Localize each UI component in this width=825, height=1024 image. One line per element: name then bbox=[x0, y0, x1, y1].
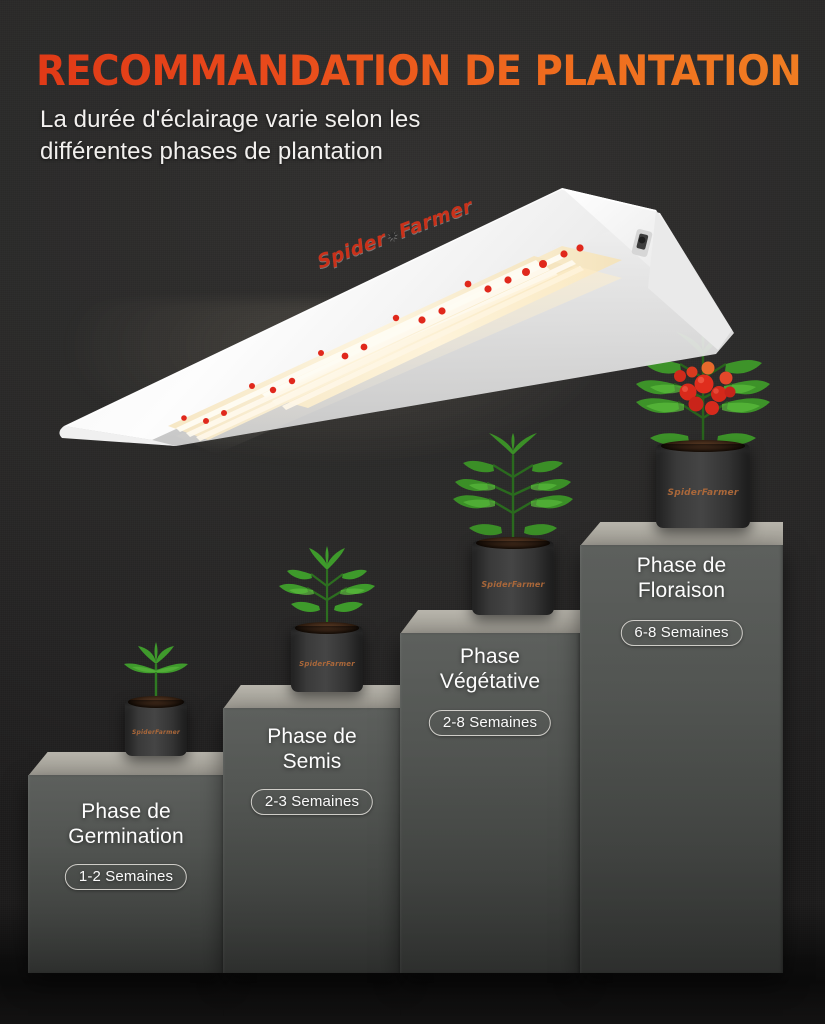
stage-label-semis: Phase de Semis bbox=[223, 725, 401, 774]
stage-label-line-2: Semis bbox=[282, 749, 342, 773]
grow-pot-semis: SpiderFarmer bbox=[291, 622, 363, 692]
subtitle-line-2: différentes phases de plantation bbox=[40, 137, 384, 165]
stage-duration-badge-vegetative: 2-8 Semaines bbox=[428, 710, 552, 736]
grow-pot-vegetative: SpiderFarmer bbox=[472, 537, 554, 615]
stage-duration-badge-germination: 1-2 Semaines bbox=[64, 864, 188, 890]
stage-label-line-1: Phase de bbox=[636, 554, 727, 577]
stage-duration-badge-semis: 2-3 Semaines bbox=[250, 789, 374, 815]
stage-label-floraison: Phase de Floraison bbox=[580, 554, 783, 603]
stage-label-vegetative: Phase Végétative bbox=[400, 645, 580, 694]
subtitle-line-1: La durée d'éclairage varie selon les bbox=[40, 106, 421, 133]
grow-pot-germination: SpiderFarmer bbox=[125, 696, 187, 756]
pot-brand-label: SpiderFarmer bbox=[131, 729, 181, 736]
stage-duration-badge-floraison: 6-8 Semaines bbox=[620, 620, 743, 646]
plant-vegetative: SpiderFarmer bbox=[448, 433, 578, 615]
young-plant-icon bbox=[273, 544, 381, 630]
brand-mark-icon: ✷ bbox=[384, 225, 402, 248]
seedling-icon bbox=[108, 640, 204, 704]
brand-text-right: Farmer bbox=[396, 194, 476, 244]
stage-label-line-2: Floraison bbox=[637, 578, 726, 602]
plant-germination: SpiderFarmer bbox=[106, 642, 206, 756]
stage-label-line-1: Phase de bbox=[81, 800, 171, 823]
pedestal-top-surface bbox=[28, 752, 224, 776]
stage-label-line-2: Germination bbox=[68, 824, 184, 848]
plant-floraison: SpiderFarmer bbox=[628, 332, 778, 528]
pot-brand-label: SpiderFarmer bbox=[481, 580, 545, 589]
stage-label-line-1: Phase de bbox=[267, 725, 357, 748]
grow-pot-floraison: SpiderFarmer bbox=[656, 440, 750, 528]
pedestal-germination: Phase de Germination 1-2 Semaines bbox=[28, 752, 224, 973]
pedestal-front-face bbox=[28, 775, 224, 973]
brand-text-left: Spider bbox=[314, 227, 389, 274]
stage-label-line-1: Phase bbox=[459, 645, 521, 668]
stage-label-germination: Phase de Germination bbox=[28, 800, 224, 849]
page-subtitle: La durée d'éclairage varie selon les dif… bbox=[40, 104, 420, 167]
pedestal-floraison: Phase de Floraison 6-8 Semaines bbox=[580, 522, 783, 973]
pedestal-front-face bbox=[400, 633, 580, 973]
pot-brand-label: SpiderFarmer bbox=[299, 660, 355, 668]
pot-brand-label: SpiderFarmer bbox=[667, 488, 739, 498]
stage-label-line-2: Végétative bbox=[439, 669, 541, 693]
plant-semis: SpiderFarmer bbox=[272, 546, 382, 692]
pedestal-semis: Phase de Semis 2-3 Semaines bbox=[223, 685, 401, 973]
fruiting-plant-icon bbox=[630, 332, 776, 452]
pedestal-vegetative: Phase Végétative 2-8 Semaines bbox=[400, 610, 580, 973]
pedestal-front-face bbox=[223, 708, 401, 973]
lamp-glow bbox=[60, 300, 680, 530]
page-title: RECOMMANDATION DE PLANTATION bbox=[36, 46, 802, 95]
product-brand-logo: Spider✷Farmer bbox=[315, 195, 475, 274]
leafy-plant-icon bbox=[449, 433, 577, 543]
pedestal-front-face bbox=[580, 545, 783, 973]
